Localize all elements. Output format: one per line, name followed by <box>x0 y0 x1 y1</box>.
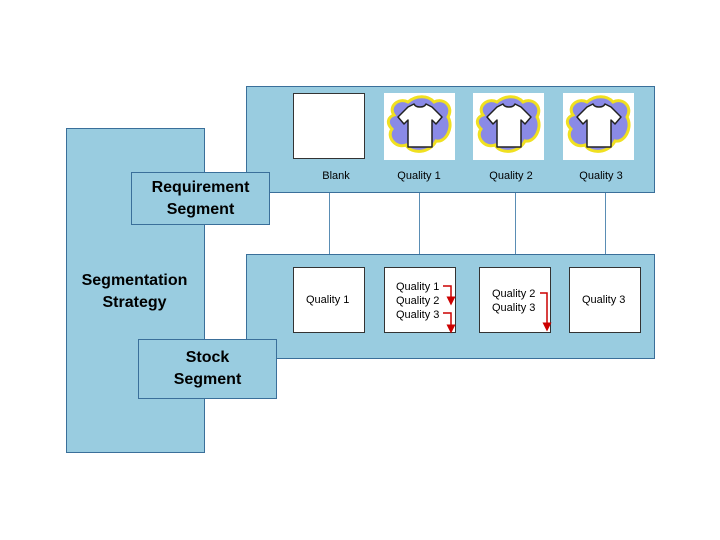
t-shirt-icon <box>475 95 541 153</box>
stock-line: Quality 2 <box>492 288 536 300</box>
connector-line <box>515 193 516 254</box>
requirement-image-quality-1 <box>384 93 455 160</box>
t-shirt-icon <box>565 95 631 153</box>
requirement-label-quality-3: Quality 3 <box>579 170 623 182</box>
t-shirt-icon <box>386 95 452 153</box>
stock-line: Quality 1 <box>306 294 350 306</box>
requirement-image-quality-2 <box>473 93 544 160</box>
requirement-label-quality-1: Quality 1 <box>397 170 441 182</box>
arrow-quality-2-to-3-box3 <box>540 292 552 332</box>
stock-segment-label: Stock Segment <box>138 339 277 399</box>
stock-line: Quality 3 <box>492 302 536 314</box>
blank-box <box>293 93 365 159</box>
requirement-label-quality-2: Quality 2 <box>489 170 533 182</box>
stock-box-quality-3: Quality 3 <box>569 267 641 333</box>
stock-line: Quality 3 <box>582 294 626 306</box>
requirement-label-blank: Blank <box>322 170 350 182</box>
stock-line: Quality 3 <box>396 309 440 321</box>
requirement-image-quality-3 <box>563 93 634 160</box>
arrow-quality-2-to-3 <box>443 312 456 334</box>
connector-line <box>605 193 606 254</box>
connector-line <box>329 193 330 254</box>
connector-line <box>419 193 420 254</box>
stock-box-quality-1: Quality 1 <box>293 267 365 333</box>
stock-box-quality-2-3: Quality 2 Quality 3 <box>479 267 551 333</box>
stock-line: Quality 2 <box>396 295 440 307</box>
segmentation-strategy-label: Segmentation Strategy <box>81 272 188 311</box>
arrow-quality-1-to-2 <box>443 285 456 306</box>
stock-box-quality-1-2-3: Quality 1 Quality 2 Quality 3 <box>384 267 456 333</box>
requirement-segment-label: Requirement Segment <box>131 172 270 225</box>
stock-line: Quality 1 <box>396 281 440 293</box>
